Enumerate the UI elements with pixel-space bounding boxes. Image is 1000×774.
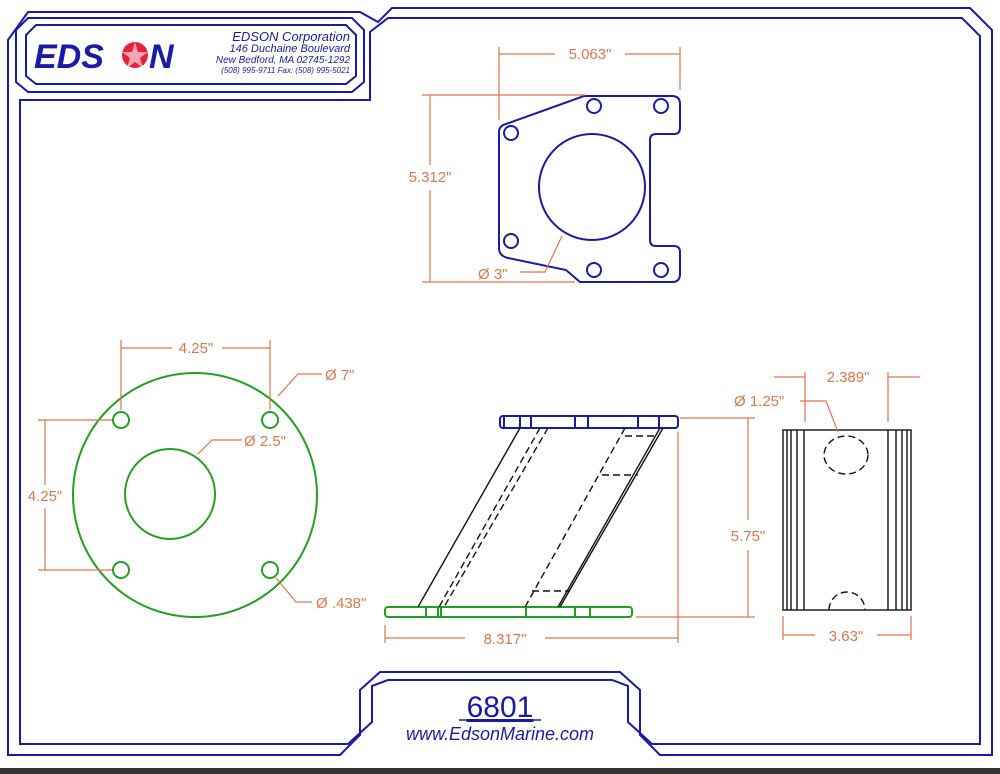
logo-star-icon xyxy=(122,42,148,68)
dim-base-bolt: Ø .438" xyxy=(316,595,366,612)
dim-side-length: 8.317" xyxy=(484,631,527,648)
dim-top-hole: Ø 3" xyxy=(478,266,508,283)
company-phone: (508) 995-9711 Fax: (508) 995-5021 xyxy=(221,66,350,75)
end-view-dimensions: 2.389" Ø 1.25" 3.63" xyxy=(734,369,920,645)
side-view xyxy=(384,415,679,618)
side-view-dimensions: 8.317" 5.75" xyxy=(384,417,766,648)
base-view-dimensions: 4.25" 4.25" Ø 7" Ø 2.5" Ø .438" xyxy=(28,340,366,612)
part-number: 6801 xyxy=(467,691,534,724)
dim-base-center: Ø 2.5" xyxy=(244,433,286,450)
dim-base-spacing-y: 4.25" xyxy=(28,488,63,505)
svg-text:N: N xyxy=(149,38,175,76)
bottom-bar xyxy=(0,768,1000,774)
top-view-dimensions: 5.063" 5.312" Ø 3" xyxy=(409,46,681,283)
dim-top-height: 5.312" xyxy=(409,169,452,186)
dim-end-hole: Ø 1.25" xyxy=(734,393,784,410)
dim-end-inner-width: 2.389" xyxy=(827,369,870,386)
header-box-outer xyxy=(15,17,365,93)
company-street: 146 Duchaine Boulevard xyxy=(230,43,351,55)
inner-frame xyxy=(19,17,981,745)
top-view-plate xyxy=(498,95,681,283)
svg-text:EDS: EDS xyxy=(34,38,104,76)
website-link[interactable]: www.EdsonMarine.com xyxy=(406,724,594,744)
outer-frame xyxy=(7,7,993,756)
dim-end-width: 3.63" xyxy=(829,628,864,645)
dim-top-width: 5.063" xyxy=(569,46,612,63)
company-name: EDSON Corporation xyxy=(232,29,350,44)
dim-base-spacing-x: 4.25" xyxy=(179,340,214,357)
company-city: New Bedford, MA 02745-1292 xyxy=(216,55,351,66)
end-view xyxy=(782,429,912,611)
dim-side-height: 5.75" xyxy=(731,528,766,545)
base-plate-view xyxy=(72,372,318,618)
edson-logo: EDS N xyxy=(34,38,175,76)
header-box-inner xyxy=(25,24,357,85)
dim-base-outer: Ø 7" xyxy=(325,367,355,384)
